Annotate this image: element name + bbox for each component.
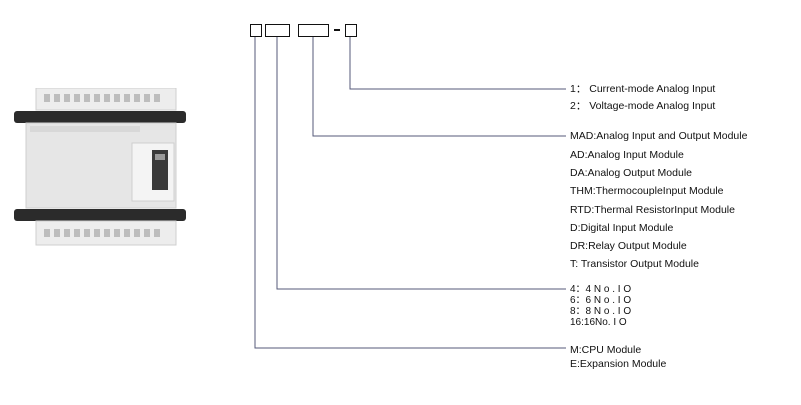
label-d: D:Digital Input Module (570, 222, 674, 234)
label-current-mode: 1： Current-mode Analog Input (570, 83, 716, 95)
label-expansion: E:Expansion Module (570, 358, 667, 370)
label-voltage-mode: 2： Voltage-mode Analog Input (570, 100, 716, 112)
code-box-module-type (298, 24, 329, 37)
label-io-4: 4：4 N o . I O (570, 284, 632, 295)
label-da: DA:Analog Output Module (570, 167, 692, 179)
code-dash (334, 29, 340, 31)
code-box-unit-type (250, 24, 262, 37)
connector-module-type (312, 37, 566, 137)
connector-unit-type (254, 37, 566, 349)
label-dr: DR:Relay Output Module (570, 240, 687, 252)
connector-io-count (276, 37, 566, 290)
label-thm: THM:ThermocoupleInput Module (570, 185, 724, 197)
code-box-io-count (265, 24, 290, 37)
label-mad: MAD:Analog Input and Output Module (570, 130, 748, 142)
label-io-16: 16:16No. I O (570, 317, 627, 328)
label-ad: AD:Analog Input Module (570, 149, 684, 161)
label-cpu: M:CPU Module (570, 344, 642, 356)
label-rtd: RTD:Thermal ResistorInput Module (570, 204, 735, 216)
code-box-input-type (345, 24, 357, 37)
label-io-8: 8：8 N o . I O (570, 306, 632, 317)
plc-module-image (14, 88, 186, 246)
label-t: T: Transistor Output Module (570, 258, 699, 270)
connector-input-type (349, 37, 566, 90)
label-io-6: 6：6 N o . I O (570, 295, 632, 306)
